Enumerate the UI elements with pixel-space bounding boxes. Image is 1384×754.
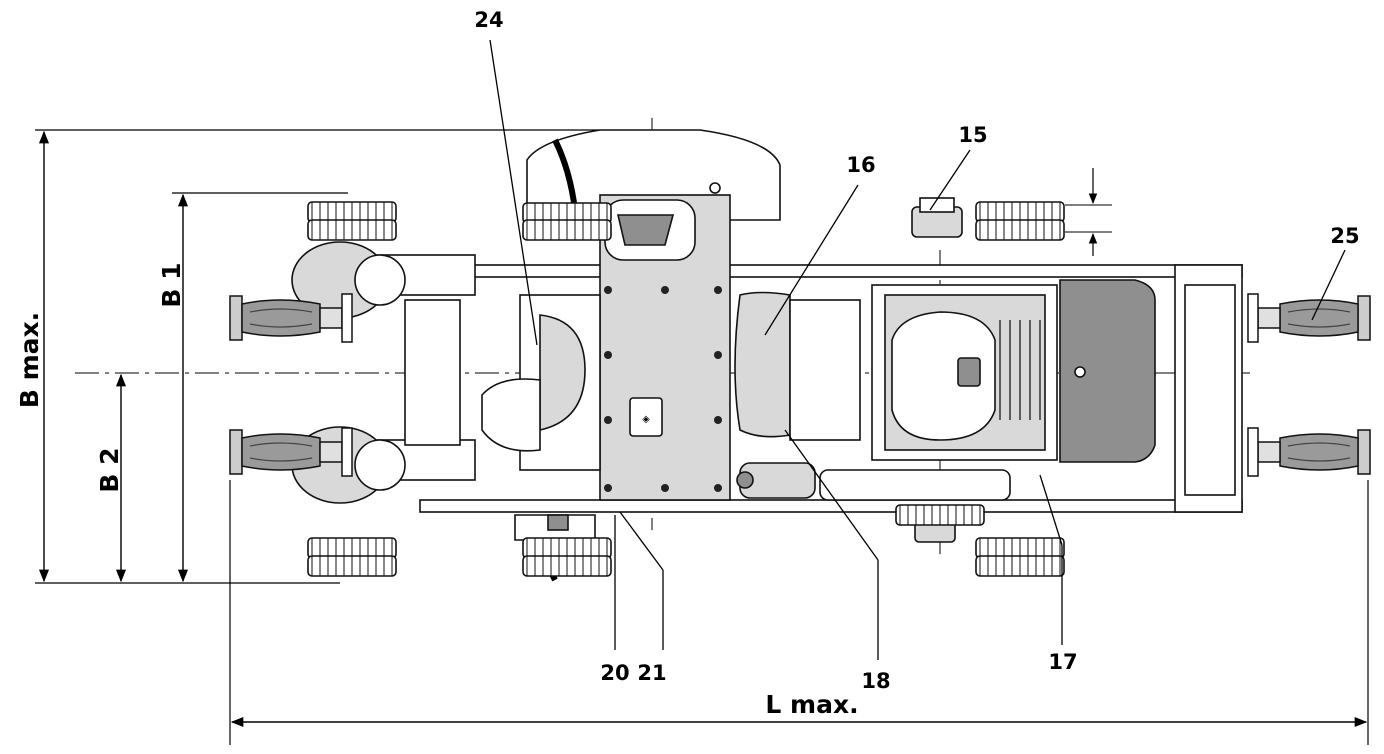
- callout-15: 15: [958, 123, 987, 147]
- callout-labels: 24 15 16 25 20 21 18 17: [474, 8, 1359, 693]
- callout-24: 24: [474, 8, 503, 32]
- label-b2: B 2: [95, 447, 124, 492]
- callout-21: 21: [637, 661, 666, 685]
- label-l-max: L max.: [765, 690, 858, 719]
- callout-20: 20: [600, 661, 629, 685]
- svg-text:◈: ◈: [642, 414, 650, 425]
- dimension-sprocket-gap: [1065, 168, 1112, 256]
- dimension-labels: B max. B 1 B 2 L max.: [15, 262, 859, 719]
- dimension-l-max: [229, 480, 1369, 745]
- machine-body: ◈: [291, 129, 1243, 582]
- callout-leaders: [489, 39, 1346, 660]
- dimension-b1: [172, 192, 348, 583]
- label-b-max: B max.: [15, 312, 44, 408]
- engine-cover: [1059, 279, 1156, 463]
- callout-25: 25: [1330, 224, 1359, 248]
- label-b1: B 1: [157, 262, 186, 307]
- dimension-b-max: [35, 129, 600, 584]
- callout-17: 17: [1048, 650, 1077, 674]
- callout-18: 18: [861, 669, 890, 693]
- callout-16: 16: [846, 153, 875, 177]
